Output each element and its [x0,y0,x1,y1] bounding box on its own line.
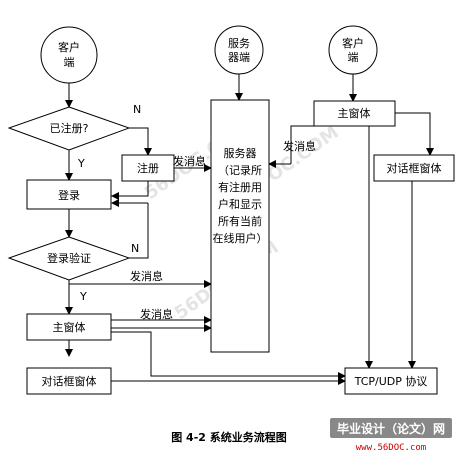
edge-label-send-message: 发消息 [173,154,206,168]
node-label: 客户 [342,36,364,50]
dialog-window-left-box: 对话框窗体 [26,367,112,395]
decision-label: 登录验证 [47,251,91,265]
server-box-line: 在线用户） [213,231,268,245]
dialog-window-right-box: 对话框窗体 [373,154,455,182]
server-box-line: 有注册用 [218,180,262,194]
main-window-right-box: 主窗体 [313,100,396,127]
box-label: TCP/UDP 协议 [354,374,428,388]
client-node-right: 客户 端 [328,25,378,75]
login-verify-decision: 登录验证 [7,236,131,281]
server-box-line: 所有当前 [218,214,262,228]
server-box-line: 户和显示 [218,197,262,211]
figure-caption: 图 4-2 系统业务流程图 [171,430,287,444]
main-window-left-box: 主窗体 [26,313,112,341]
register-box: 注册 [121,154,175,182]
edge-label-send-message: 发消息 [130,269,163,283]
edge-label-y: Y [79,290,87,303]
box-label: 对话框窗体 [42,374,97,388]
server-node-top: 服务 器端 [214,25,264,75]
server-box: 服务器 （记录所 有注册用 户和显示 所有当前 在线用户） [210,99,270,353]
server-box-line: 服务器 [224,147,257,160]
login-box: 登录 [26,179,112,210]
server-box-line: （记录所 [218,164,262,177]
node-label: 端 [64,56,75,69]
edge-label-n: N [131,242,139,255]
box-label: 主窗体 [53,320,86,334]
site-badge: 毕业设计（论文）网 www.56DOC.com [330,418,452,453]
box-label: 注册 [137,161,159,175]
connectors [65,74,434,385]
node-label: 服务 [228,37,250,50]
decision-label: 已注册? [50,121,89,135]
node-label: 客户 [58,40,80,54]
node-label: 端 [348,51,359,64]
box-label: 主窗体 [338,106,371,120]
box-label: 对话框窗体 [387,161,442,175]
registered-decision: 已注册? [7,106,131,151]
tcp-udp-box: TCP/UDP 协议 [344,367,438,395]
edge-label-y: Y [77,157,85,170]
node-label: 器端 [228,51,250,64]
badge-title: 毕业设计（论文）网 [337,421,445,436]
client-node-top: 客户 端 [40,26,98,84]
edge-label-n: N [133,103,141,116]
box-label: 登录 [58,188,80,202]
badge-url: www.56DOC.com [356,443,426,453]
edge-label-send-message: 发消息 [140,307,173,321]
edge-label-send-message: 发消息 [283,139,316,153]
